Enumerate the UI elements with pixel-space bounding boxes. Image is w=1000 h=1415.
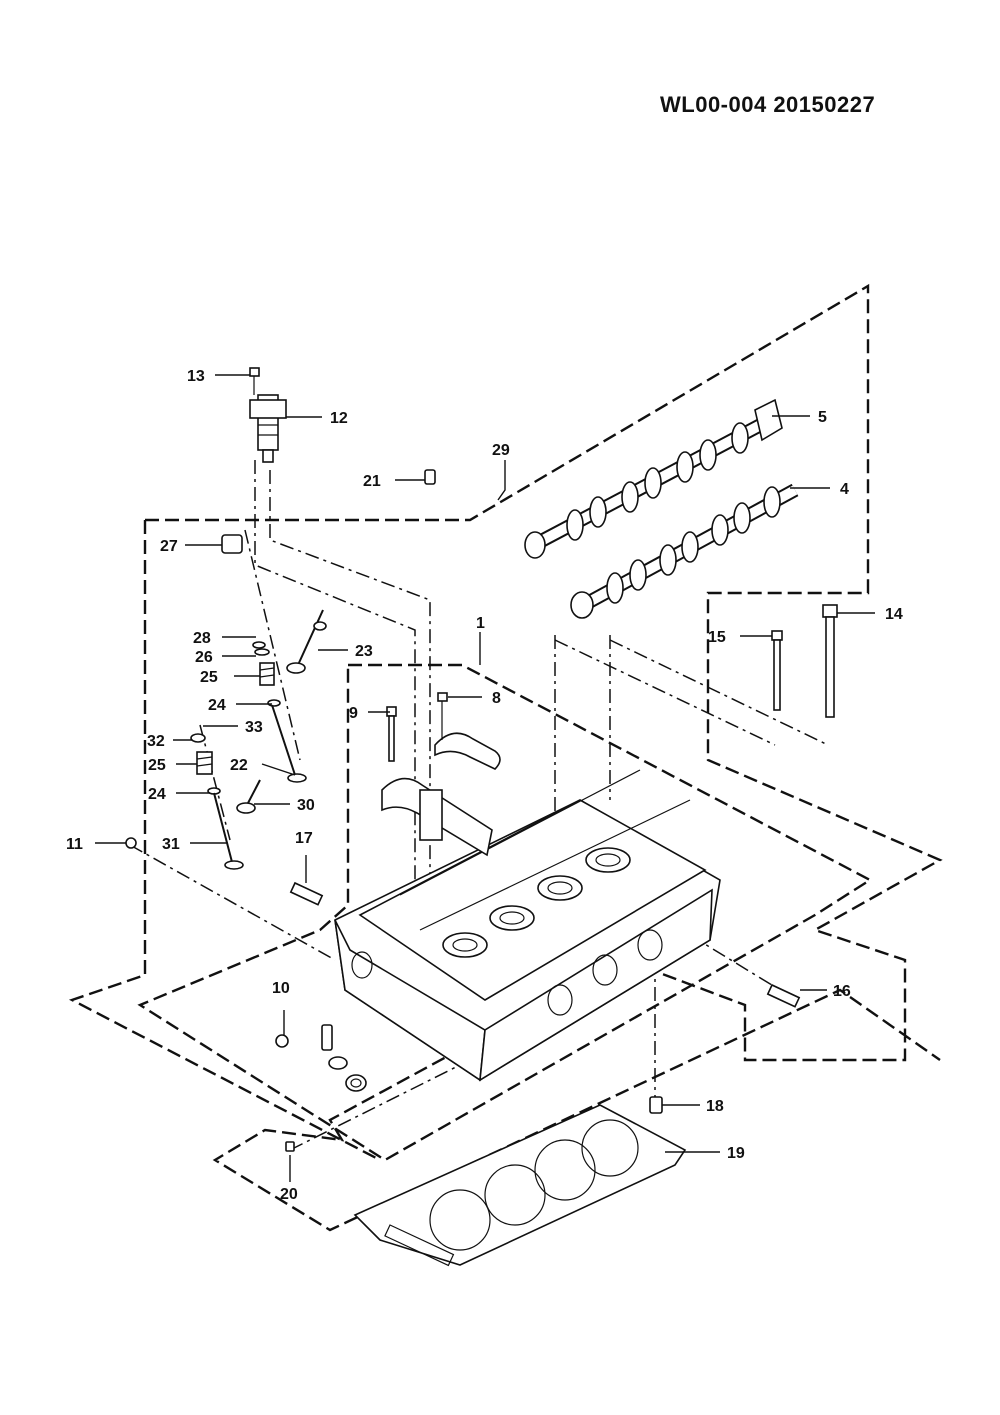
head-gasket — [353, 1104, 687, 1267]
callout-24b: 24 — [148, 786, 166, 803]
callout-18: 18 — [706, 1098, 724, 1115]
callout-12: 12 — [330, 410, 348, 427]
callout-15: 15 — [708, 629, 726, 646]
ocv-bolt — [249, 367, 260, 395]
intake-valve-31 — [213, 792, 244, 870]
group-frame-29 — [68, 283, 943, 1232]
dowel-20 — [285, 1141, 295, 1152]
head-bolt-14 — [822, 604, 838, 718]
callout-30: 30 — [297, 797, 315, 814]
leader-lines — [95, 374, 875, 1182]
callout-33: 33 — [245, 719, 263, 736]
callout-11: 11 — [66, 836, 83, 853]
document-id: WL00-004 20150227 — [660, 92, 876, 117]
valve-spring-25a — [259, 662, 275, 686]
callout-1: 1 — [476, 615, 485, 632]
callout-21: 21 — [363, 473, 381, 490]
callout-5: 5 — [818, 409, 827, 426]
callout-28: 28 — [193, 630, 211, 647]
spring-seat-24a — [267, 699, 281, 707]
callout-32: 32 — [147, 733, 165, 750]
plug-10 — [275, 1034, 289, 1048]
plug-11 — [125, 837, 137, 849]
intake-camshaft — [570, 483, 799, 619]
callout-16: 16 — [833, 983, 851, 1000]
callout-10: 10 — [272, 980, 290, 997]
dowel-pin-21 — [424, 469, 436, 485]
oil-control-valve — [249, 394, 287, 463]
cam-cap — [381, 732, 501, 857]
callout-labels: 1 4 5 8 9 10 11 12 13 14 15 16 17 18 19 … — [66, 368, 903, 1203]
callout-27: 27 — [160, 538, 178, 555]
exhaust-valve-22 — [271, 704, 307, 783]
retainer-32 — [190, 733, 206, 743]
callout-9: 9 — [349, 705, 358, 722]
callout-20: 20 — [280, 1186, 298, 1203]
callout-22: 22 — [230, 757, 248, 774]
callout-25a: 25 — [200, 669, 218, 686]
callout-25b: 25 — [148, 757, 166, 774]
bolt-9 — [386, 706, 397, 762]
stud-17 — [289, 881, 324, 906]
callout-29: 29 — [492, 442, 510, 459]
valve-spring-25b — [196, 751, 213, 775]
group-frame-1 — [137, 663, 873, 1162]
dowel-18 — [649, 1096, 663, 1114]
callout-24a: 24 — [208, 697, 226, 714]
callout-4: 4 — [840, 481, 849, 498]
callout-14: 14 — [885, 606, 903, 623]
stud-16 — [766, 983, 801, 1008]
valve-23 — [286, 609, 327, 674]
retainer-26-28 — [252, 641, 270, 656]
callout-8: 8 — [492, 690, 501, 707]
cylinder-head — [334, 769, 721, 1082]
callout-17: 17 — [295, 830, 313, 847]
callout-31: 31 — [162, 836, 180, 853]
callout-19: 19 — [727, 1145, 745, 1162]
pipe-and-seals — [321, 1024, 367, 1092]
callout-13: 13 — [187, 368, 205, 385]
callout-23: 23 — [355, 643, 373, 660]
valve-30 — [236, 779, 261, 814]
bolt-8 — [437, 692, 448, 740]
exhaust-camshaft — [524, 398, 783, 559]
callout-26: 26 — [195, 649, 213, 666]
assembly-lines — [129, 460, 829, 1151]
bolt-15 — [771, 630, 783, 711]
tappet-27 — [221, 534, 243, 554]
